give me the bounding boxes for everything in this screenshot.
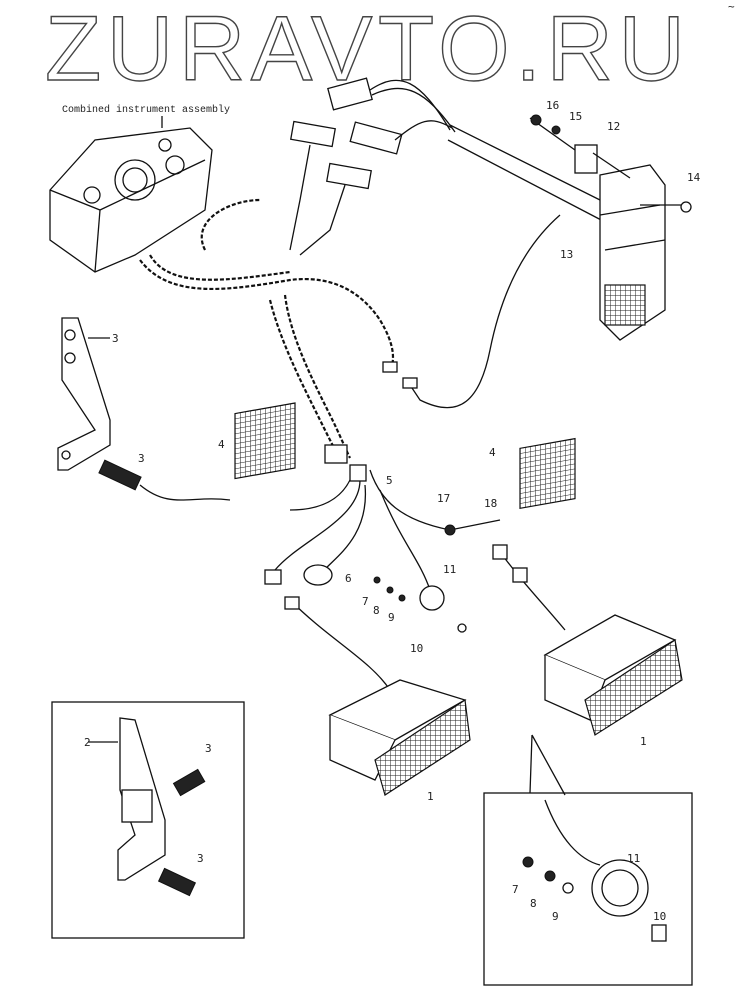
inset-buzzer [483,792,693,986]
callout-4: 4 [489,446,496,459]
callout-10: 10 [653,910,666,923]
side-lamp-left [234,402,296,480]
instrument-cluster [49,127,213,273]
callout-1: 1 [427,790,434,803]
callout-12: 12 [607,120,620,133]
callout-13: 13 [560,248,573,261]
callout-11: 11 [443,563,456,576]
buzzer-11 [419,585,445,611]
callouts: 1 1 3 2 3 3 3 4 4 5 6 7 8 9 10 11 7 8 9 … [84,99,701,923]
callout-2: 2 [84,736,91,749]
callout-10: 10 [410,642,423,655]
callout-5: 5 [386,474,393,487]
fuse-box [529,114,692,341]
callout-4: 4 [218,438,225,451]
callout-15: 15 [569,110,582,123]
caption-combined-instrument: Combined instrument assembly [62,104,230,116]
callout-7: 7 [512,883,519,896]
callout-2: 3 [112,332,119,345]
callout-1: 1 [640,735,647,748]
callout-6: 6 [345,572,352,585]
callout-14: 14 [687,171,701,184]
switch-6 [303,564,333,586]
callout-8: 8 [530,897,537,910]
callout-8: 8 [373,604,380,617]
switch-left [98,459,231,501]
rear-lamp-left [328,679,471,796]
callout-11: 11 [627,852,640,865]
callout-18: 18 [484,497,497,510]
watermark: ZURAVTO.RU [45,0,685,100]
callout-7: 7 [362,595,369,608]
bracket-left [57,317,111,471]
callout-16: 16 [546,99,559,112]
callout-9: 9 [388,611,395,624]
callout-9: 9 [552,910,559,923]
main-harness [139,77,611,461]
corner-mark: ~ [728,0,735,13]
callout-3: 3 [138,452,145,465]
rear-lamp-right [543,614,683,736]
callout-3: 3 [205,742,212,755]
side-lamp-right [519,437,576,510]
callout-17: 17 [437,492,450,505]
callout-3: 3 [197,852,204,865]
inset-bracket [51,701,245,939]
